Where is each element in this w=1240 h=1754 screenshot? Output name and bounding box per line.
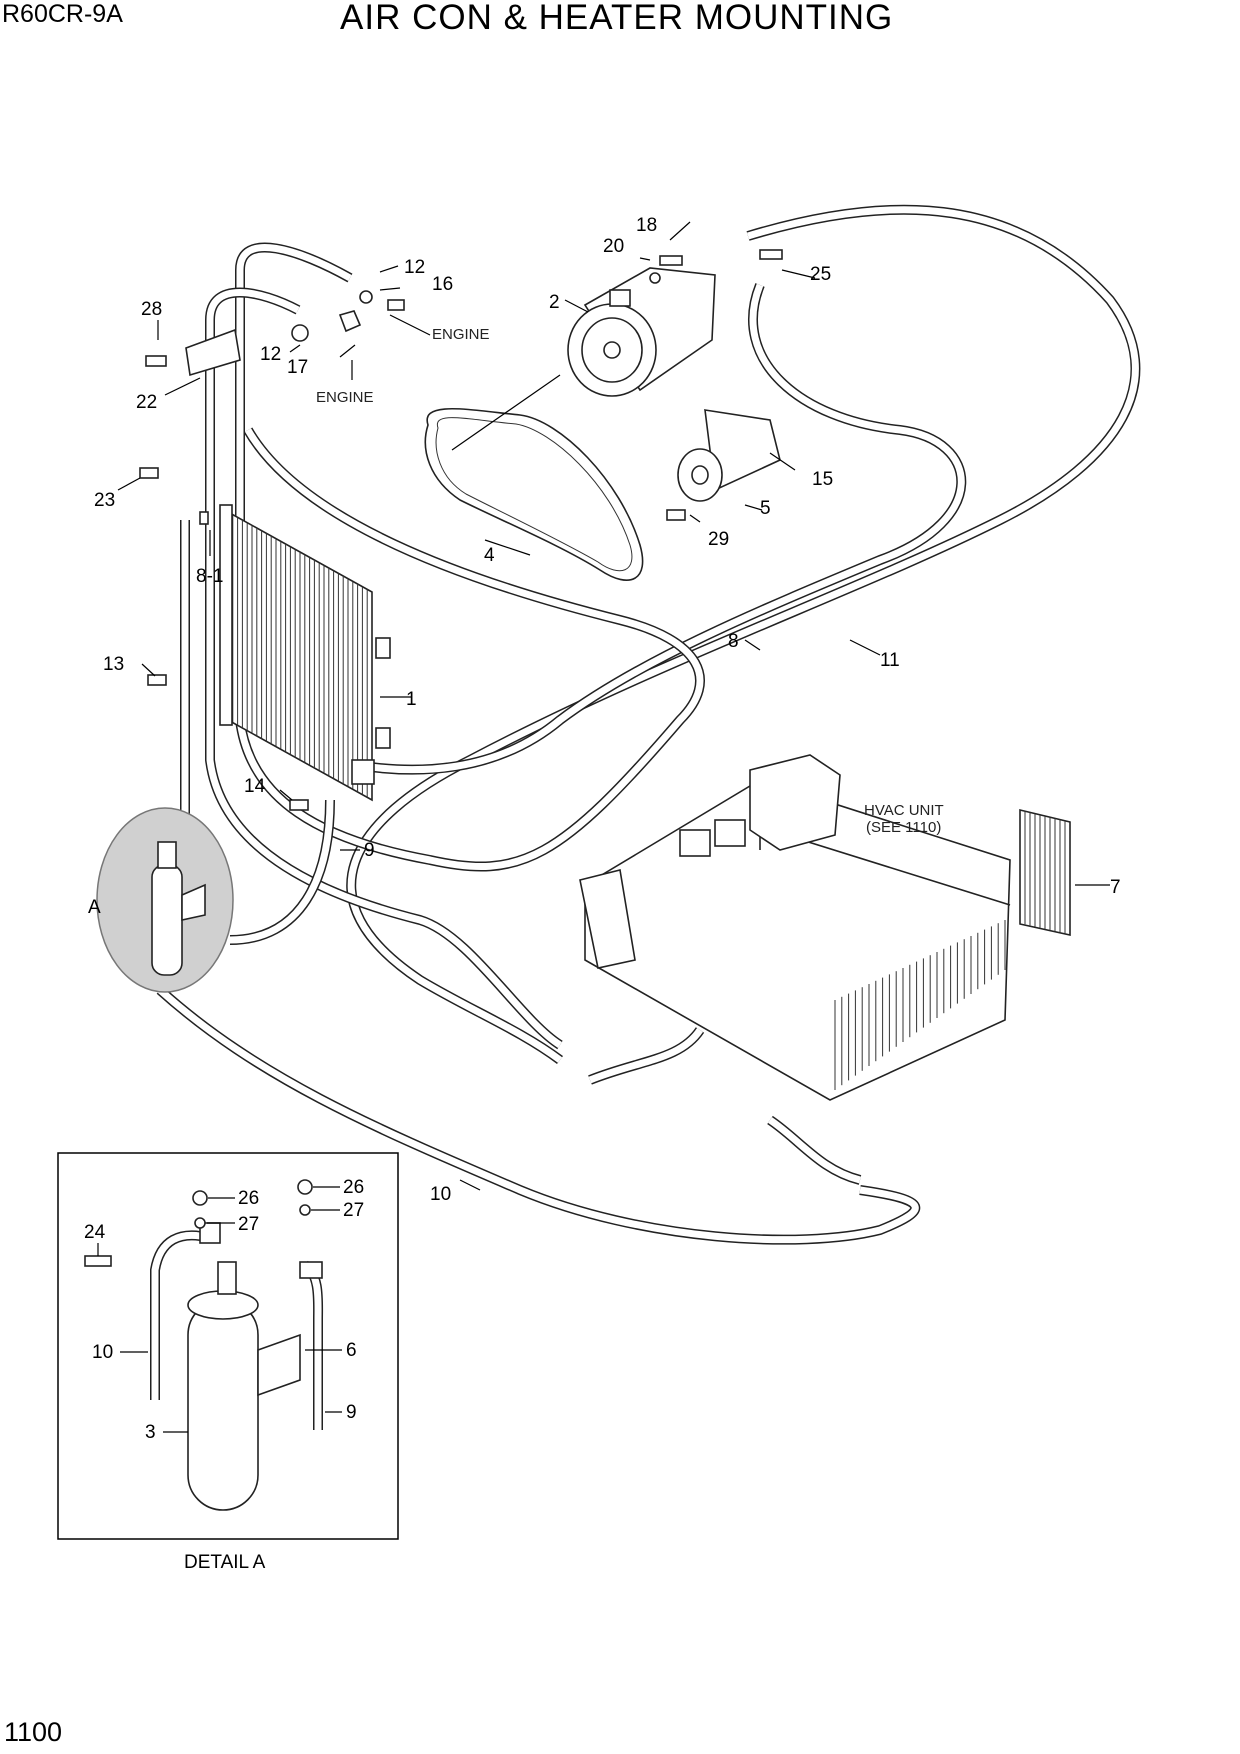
callout-23: 23 [94, 490, 115, 511]
fittings-and-bolts [139, 249, 783, 811]
engine-note-1: ENGINE [432, 326, 490, 343]
callout-8-1: 8-1 [196, 566, 223, 587]
callout-29: 29 [708, 529, 729, 550]
callout-14: 14 [244, 776, 266, 797]
callout-12b: 12 [260, 344, 281, 365]
detail-callout-3: 3 [145, 1422, 156, 1443]
callout-4: 4 [484, 545, 495, 566]
detail-a-marker: A [88, 897, 101, 918]
callout-18: 18 [636, 215, 657, 236]
callout-22: 22 [136, 392, 157, 413]
callout-28: 28 [141, 299, 162, 320]
callout-5: 5 [760, 498, 771, 519]
detail-callout-6: 6 [346, 1340, 357, 1361]
page-number: 1100 [4, 1717, 63, 1747]
receiver-drier-highlight [96, 807, 234, 993]
compressor [567, 267, 716, 397]
idler-pulley [677, 409, 781, 502]
callout-10: 10 [430, 1184, 451, 1205]
callout-9: 9 [364, 840, 375, 861]
hvac-note-2: (SEE 1110) [866, 819, 941, 836]
engine-note-2: ENGINE [316, 389, 374, 406]
condenser [219, 504, 391, 802]
callout-15: 15 [812, 469, 833, 490]
page-title: AIR CON & HEATER MOUNTING [340, 0, 894, 37]
model-label: R60CR-9A [2, 0, 123, 28]
detail-callout-26b: 26 [343, 1177, 364, 1198]
callout-16: 16 [432, 274, 453, 295]
callout-13: 13 [103, 654, 124, 675]
callout-25: 25 [810, 264, 831, 285]
callout-17: 17 [287, 357, 308, 378]
callout-labels: 12 16 ENGINE 12 17 ENGINE 28 22 23 8-1 1… [88, 215, 1121, 1205]
detail-a-caption: DETAIL A [184, 1552, 266, 1573]
drive-belt [424, 407, 644, 581]
callout-2: 2 [549, 292, 560, 313]
detail-callout-24: 24 [84, 1222, 106, 1243]
callout-11: 11 [880, 650, 900, 671]
callout-7: 7 [1110, 877, 1121, 898]
callout-8: 8 [728, 631, 739, 652]
hvac-note-1: HVAC UNIT [864, 802, 944, 819]
callout-12a: 12 [404, 257, 425, 278]
detail-callout-10: 10 [92, 1342, 113, 1363]
hvac-unit [579, 754, 1011, 1101]
callout-20: 20 [603, 236, 624, 257]
detail-callout-9: 9 [346, 1402, 357, 1423]
detail-a-box: 26 27 26 27 24 10 6 9 3 [57, 1152, 399, 1540]
detail-callout-27b: 27 [343, 1200, 364, 1221]
detail-callout-27a: 27 [238, 1214, 259, 1235]
callout-1: 1 [406, 689, 417, 710]
air-filter [1019, 808, 1071, 936]
leader-lines [117, 221, 1110, 1191]
detail-callout-26a: 26 [238, 1188, 259, 1209]
